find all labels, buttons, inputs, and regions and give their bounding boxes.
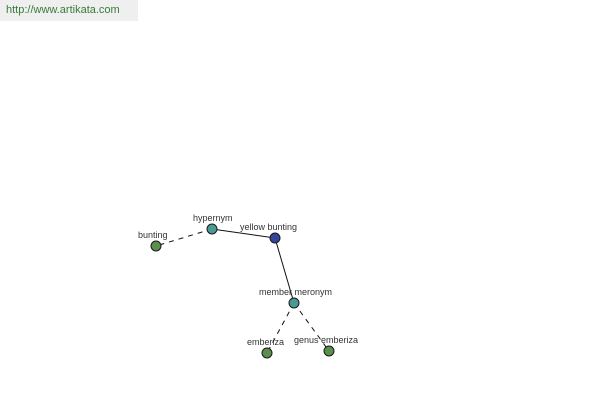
edge-yellow-bunting-to-hypernym	[211, 228, 276, 239]
node-label-emberiza[interactable]: emberiza	[247, 337, 284, 347]
node-label-yellow-bunting[interactable]: yellow bunting	[240, 222, 297, 232]
node-yellow-bunting[interactable]	[269, 232, 281, 244]
site-url-link[interactable]: http://www.artikata.com	[0, 0, 138, 21]
node-label-member-meronym[interactable]: member meronym	[259, 287, 332, 297]
node-member-meronym[interactable]	[288, 297, 300, 309]
node-genus-emberiza[interactable]	[323, 345, 335, 357]
graph-edges	[155, 228, 330, 354]
node-bunting[interactable]	[150, 240, 162, 252]
graph-labels: yellow bunting hypernym bunting member mero…	[138, 213, 358, 347]
node-label-genus-emberiza[interactable]: genus emberiza	[294, 335, 358, 345]
node-label-bunting[interactable]: bunting	[138, 230, 168, 240]
edge-yellow-bunting-to-member-meronym	[274, 237, 295, 304]
graph-nodes	[150, 223, 335, 359]
node-hypernym[interactable]	[206, 223, 218, 235]
node-label-hypernym[interactable]: hypernym	[193, 213, 233, 223]
node-emberiza[interactable]	[261, 347, 273, 359]
